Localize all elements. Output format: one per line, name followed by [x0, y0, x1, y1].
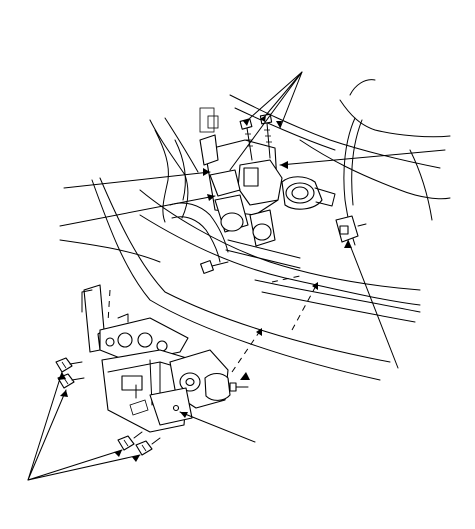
leader-lines	[27, 71, 446, 481]
arrowheads	[58, 115, 352, 462]
nut-lower-right	[135, 437, 161, 456]
alignment-lines	[107, 275, 319, 373]
upper-valve-assembly	[169, 134, 336, 269]
engine-bay-outline	[59, 79, 451, 381]
nut-lower-center	[117, 431, 143, 451]
right-connector	[335, 215, 367, 243]
lower-bracket-assembly	[83, 284, 249, 433]
nut-upper-left	[55, 357, 83, 373]
small-bolt-center	[200, 260, 229, 274]
